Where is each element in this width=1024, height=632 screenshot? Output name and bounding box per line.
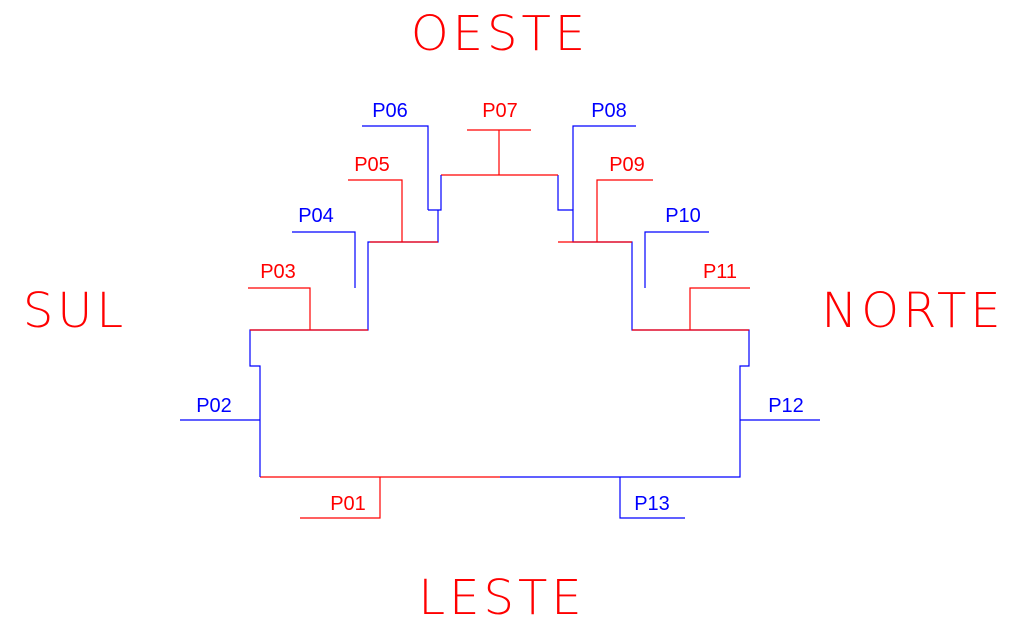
point-label-p13: P13 bbox=[634, 493, 670, 515]
outline-segment bbox=[500, 175, 750, 478]
point-label-p12: P12 bbox=[768, 395, 804, 417]
leader-line-p08 bbox=[572, 125, 636, 210]
point-label-p04: P04 bbox=[298, 205, 334, 227]
leader-line-p11 bbox=[689, 287, 750, 330]
point-label-p06: P06 bbox=[372, 100, 408, 122]
outline-segment bbox=[428, 175, 442, 211]
leader-line-p10 bbox=[644, 231, 709, 288]
leader-line-p03 bbox=[248, 287, 311, 330]
leader-line-p13 bbox=[619, 477, 685, 519]
label-leste: LESTE bbox=[418, 570, 585, 626]
label-sul: SUL bbox=[23, 283, 127, 339]
leader-line-p07 bbox=[467, 129, 531, 175]
leader-line-p01 bbox=[300, 477, 381, 519]
point-label-p10: P10 bbox=[665, 205, 701, 227]
leader-line-p04 bbox=[292, 231, 356, 288]
point-label-p08: P08 bbox=[591, 100, 627, 122]
point-label-p11: P11 bbox=[703, 261, 737, 283]
point-label-p09: P09 bbox=[609, 154, 645, 176]
outline-segment bbox=[249, 210, 439, 477]
leader-line-p06 bbox=[362, 125, 429, 210]
label-oeste: OESTE bbox=[411, 6, 589, 62]
leader-line-p09 bbox=[596, 179, 653, 242]
point-label-p07: P07 bbox=[482, 100, 518, 122]
point-label-p05: P05 bbox=[354, 154, 390, 176]
point-label-p02: P02 bbox=[196, 395, 232, 417]
point-label-p03: P03 bbox=[260, 261, 296, 283]
leader-line-p05 bbox=[348, 179, 403, 242]
label-norte: NORTE bbox=[821, 283, 1004, 339]
point-label-p01: P01 bbox=[330, 493, 366, 515]
point-leaders bbox=[180, 125, 820, 519]
